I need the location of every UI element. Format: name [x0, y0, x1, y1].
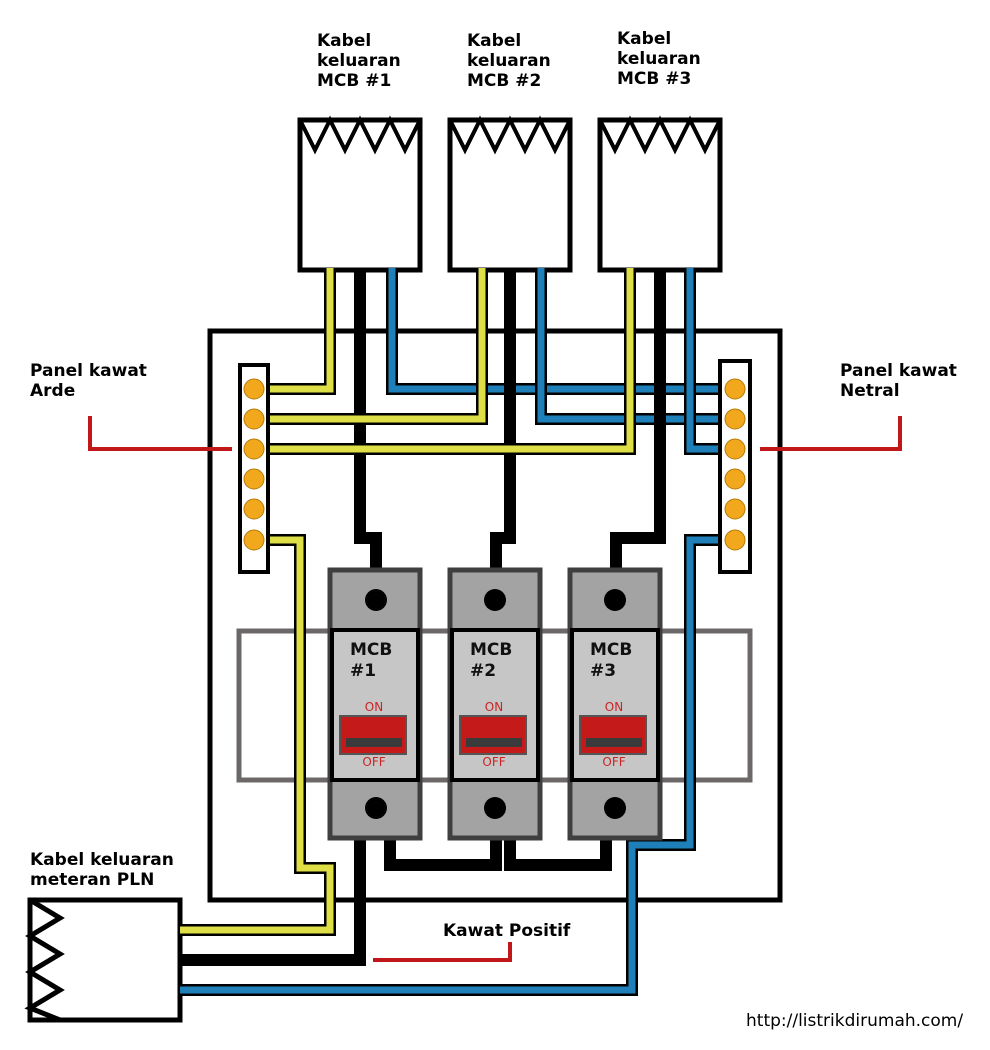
- neutral-terminal-bar: [718, 359, 752, 574]
- mcb-1-name: MCB #1: [350, 640, 393, 681]
- mcb-2: [447, 567, 543, 841]
- mcb-1-off-label: OFF: [362, 755, 386, 769]
- neutral-wires: [180, 268, 728, 996]
- mcb-3-on-label: ON: [604, 700, 624, 714]
- mcb3-output-connector: [597, 115, 723, 273]
- positive-wire-label: Kawat Positif: [443, 921, 571, 941]
- neutral-panel-pointer: [760, 416, 902, 451]
- ground-panel-pointer: [88, 416, 232, 451]
- mcb1-output-connector: [297, 115, 423, 273]
- positive-wires: [180, 268, 666, 966]
- ground-terminal-bar: [238, 363, 270, 574]
- mcb-1-on-label: ON: [364, 700, 384, 714]
- ground-panel-label: Panel kawat Arde: [30, 361, 147, 401]
- neutral-panel-label: Panel kawat Netral: [840, 361, 957, 401]
- mcb-3: [567, 567, 663, 841]
- mcb-1: [327, 567, 423, 841]
- mcb-3-toggle[interactable]: [579, 715, 647, 755]
- cable3-label: Kabel keluaran MCB #3: [617, 29, 701, 89]
- mcb-2-on-label: ON: [484, 700, 504, 714]
- cable2-label: Kabel keluaran MCB #2: [467, 31, 551, 91]
- mcb-2-name: MCB #2: [470, 640, 513, 681]
- cable1-label: Kabel keluaran MCB #1: [317, 31, 401, 91]
- mcb-3-name: MCB #3: [590, 640, 633, 681]
- mcb-2-toggle[interactable]: [459, 715, 527, 755]
- mcb2-output-connector: [447, 115, 573, 273]
- positive-wire-pointer: [373, 942, 512, 962]
- mcb-2-off-label: OFF: [482, 755, 506, 769]
- pln-meter-connector: [24, 897, 183, 1023]
- mcb-1-toggle[interactable]: [339, 715, 407, 755]
- pln-cable-label: Kabel keluaran meteran PLN: [30, 850, 174, 890]
- mcb-3-off-label: OFF: [602, 755, 626, 769]
- ground-wires: [180, 268, 636, 936]
- source-url[interactable]: http://listrikdirumah.com/: [746, 1011, 964, 1031]
